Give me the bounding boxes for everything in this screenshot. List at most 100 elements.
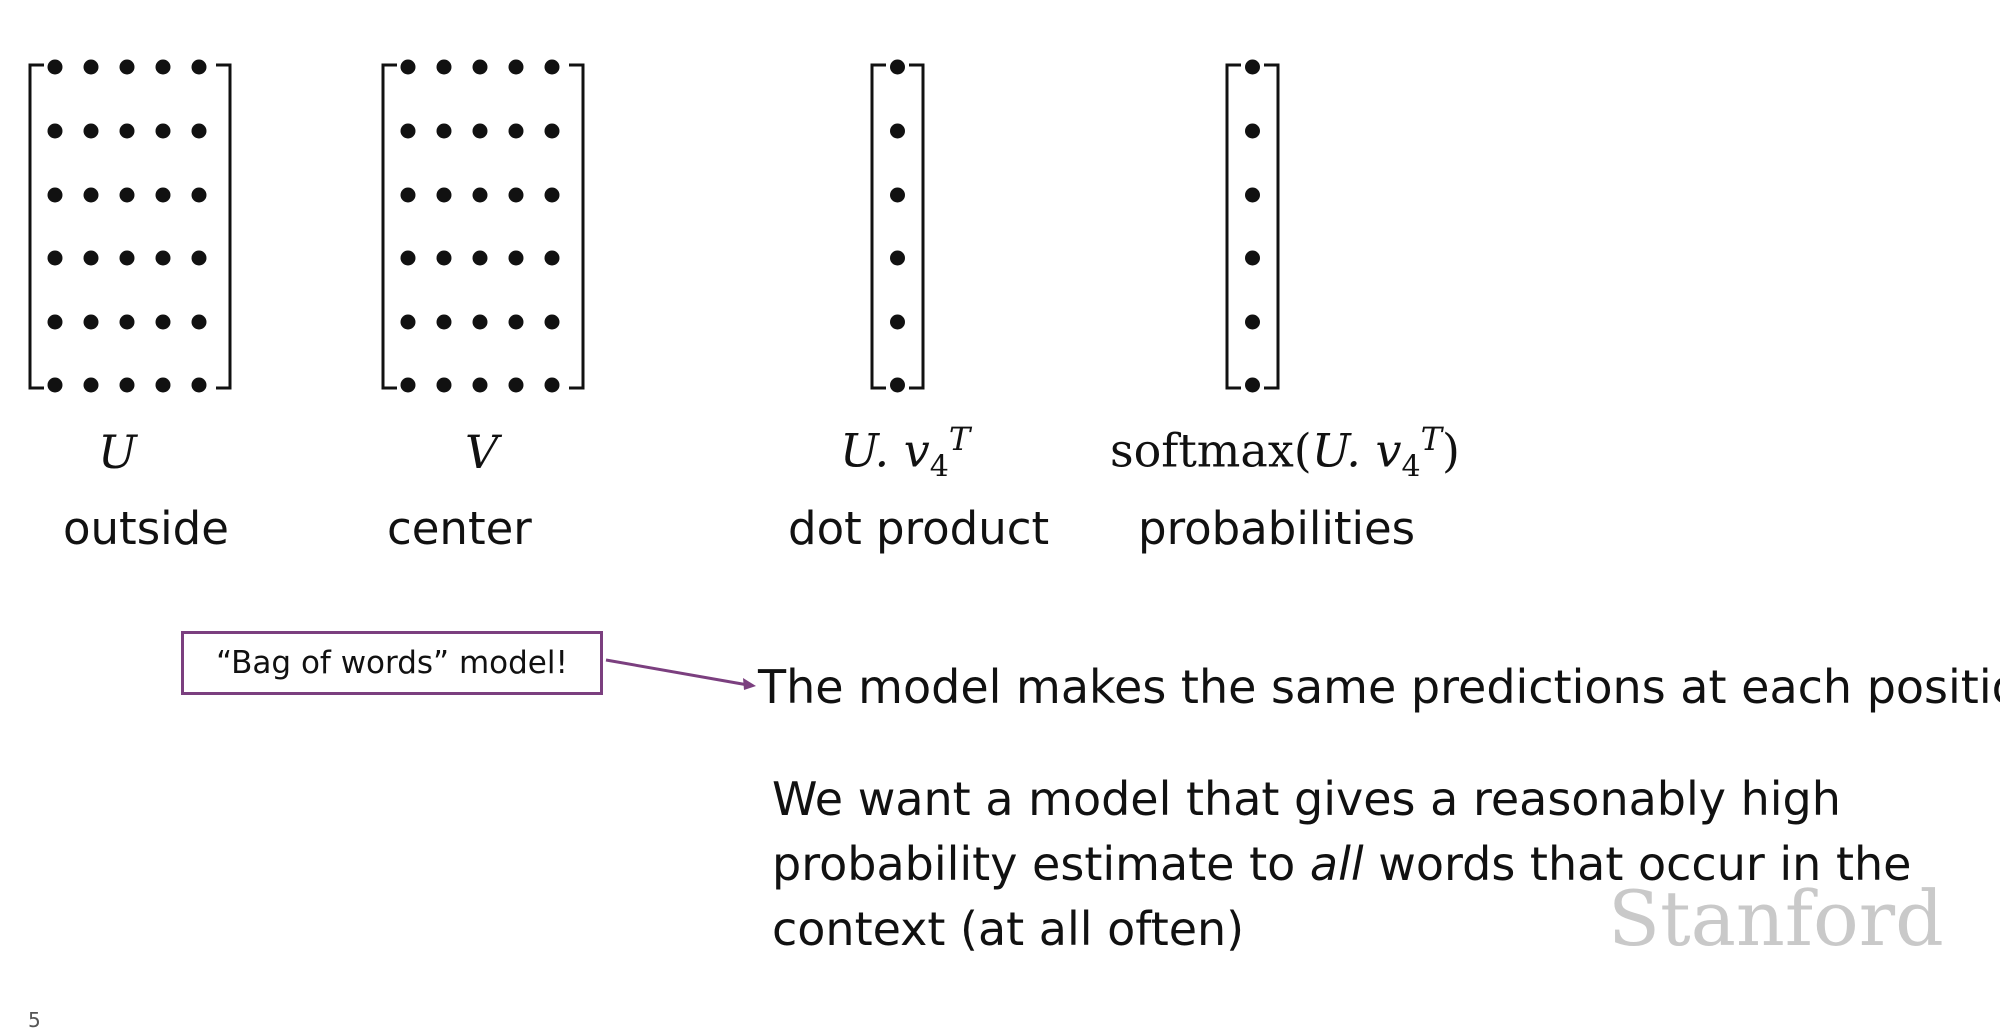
matrix-dot xyxy=(191,314,207,330)
matrix-dot xyxy=(47,59,63,75)
page-number: 5 xyxy=(28,1008,41,1032)
callout-text: “Bag of words” model! xyxy=(216,645,568,681)
probabilities-caption: probabilities xyxy=(1138,502,1416,555)
matrix-dot xyxy=(155,123,171,139)
matrix-dot xyxy=(436,59,452,75)
bracket-right xyxy=(909,63,925,390)
matrix-dot xyxy=(508,59,524,75)
dot-product-symbol: U. v4T xyxy=(840,420,971,485)
matrix-dot xyxy=(436,187,452,203)
callout-arrow xyxy=(605,658,756,690)
matrix-dot xyxy=(544,377,560,393)
matrix-dot xyxy=(890,187,905,203)
matrix-dot xyxy=(544,187,560,203)
matrix-dot xyxy=(890,59,905,75)
matrix-dot xyxy=(472,377,488,393)
matrix-dot xyxy=(1245,314,1260,330)
matrix-dot xyxy=(472,250,488,266)
bracket-right xyxy=(1264,63,1280,390)
matrix-dot xyxy=(155,250,171,266)
matrix-dot xyxy=(436,123,452,139)
matrix-dot xyxy=(890,314,905,330)
matrix-dot xyxy=(436,250,452,266)
stanford-watermark: Stanford xyxy=(1608,874,1944,963)
matrix-dot xyxy=(83,59,99,75)
matrix-dot xyxy=(155,187,171,203)
bracket-left xyxy=(870,63,886,390)
matrix-dot xyxy=(544,250,560,266)
matrix-dot xyxy=(83,187,99,203)
matrix-dot xyxy=(400,314,416,330)
matrix-dot xyxy=(155,59,171,75)
matrix-dot xyxy=(191,59,207,75)
matrix-dot xyxy=(890,377,905,393)
matrix-dot xyxy=(544,59,560,75)
matrix-dot xyxy=(119,187,135,203)
matrix-dot xyxy=(436,377,452,393)
matrix-dot xyxy=(508,250,524,266)
matrix-dot xyxy=(191,123,207,139)
matrix-dot xyxy=(119,314,135,330)
matrix-dot xyxy=(544,123,560,139)
matrix-dot xyxy=(472,314,488,330)
bag-of-words-callout: “Bag of words” model! xyxy=(181,631,603,695)
bracket-right xyxy=(216,63,232,390)
matrix-dot xyxy=(1245,377,1260,393)
bracket-left xyxy=(28,63,44,390)
paragraph-line-1: We want a model that gives a reasonably … xyxy=(772,772,1841,826)
matrix-v-symbol: V xyxy=(465,425,499,479)
matrix-dot xyxy=(119,377,135,393)
matrix-U xyxy=(28,59,232,393)
matrix-dot xyxy=(47,314,63,330)
matrix-dot xyxy=(400,123,416,139)
main-statement: The model makes the same predictions at … xyxy=(758,660,2000,714)
matrix-dot xyxy=(544,314,560,330)
matrix-prob xyxy=(1225,59,1280,393)
matrix-dot xyxy=(83,250,99,266)
bracket-right xyxy=(569,63,585,390)
matrix-dot xyxy=(400,187,416,203)
matrix-dot xyxy=(191,187,207,203)
matrix-dot xyxy=(400,377,416,393)
matrix-dot xyxy=(508,123,524,139)
matrix-dot xyxy=(1245,250,1260,266)
paragraph-line-2: probability estimate to all words that o… xyxy=(772,837,1912,891)
matrix-dot xyxy=(1245,123,1260,139)
matrix-dot xyxy=(47,123,63,139)
matrix-dot xyxy=(508,187,524,203)
matrix-dot xyxy=(47,187,63,203)
center-caption: center xyxy=(387,502,532,555)
matrix-dot xyxy=(83,377,99,393)
matrix-dot xyxy=(47,250,63,266)
matrix-dot xyxy=(155,314,171,330)
matrix-dot xyxy=(1245,59,1260,75)
matrix-dot xyxy=(1245,187,1260,203)
matrix-dot xyxy=(119,250,135,266)
matrix-dot xyxy=(155,377,171,393)
matrices-diagram xyxy=(28,59,1280,393)
matrix-dot xyxy=(47,377,63,393)
bracket-left xyxy=(1225,63,1241,390)
matrix-dot xyxy=(119,59,135,75)
paragraph-line-3: context (at all often) xyxy=(772,902,1245,956)
matrix-dot xyxy=(508,314,524,330)
matrix-u-symbol: U xyxy=(98,425,137,479)
matrix-dot xyxy=(472,187,488,203)
dot-product-caption: dot product xyxy=(788,502,1050,555)
outside-caption: outside xyxy=(63,502,229,555)
matrix-V xyxy=(381,59,585,393)
matrix-dot xyxy=(400,59,416,75)
matrix-dot xyxy=(508,377,524,393)
softmax-symbol: softmax(U. v4T) xyxy=(1110,420,1460,485)
matrix-dot xyxy=(472,59,488,75)
matrix-dot xyxy=(870,59,925,393)
matrix-dot xyxy=(472,123,488,139)
matrix-dot xyxy=(191,250,207,266)
matrix-dot xyxy=(436,314,452,330)
matrix-dot xyxy=(400,250,416,266)
bracket-left xyxy=(381,63,397,390)
matrix-dot xyxy=(83,123,99,139)
matrix-dot xyxy=(890,123,905,139)
matrix-dot xyxy=(191,377,207,393)
matrix-dot xyxy=(890,250,905,266)
